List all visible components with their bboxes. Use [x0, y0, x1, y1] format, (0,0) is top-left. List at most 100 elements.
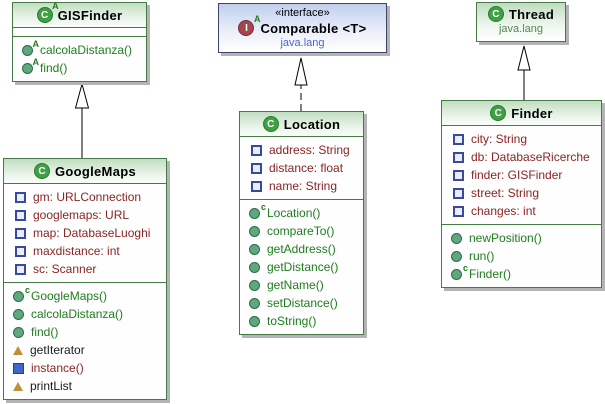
method-label: setDistance()	[267, 296, 338, 310]
field-row[interactable]: gm: URLConnection	[4, 188, 166, 206]
class-title: Finder	[511, 105, 553, 121]
method-row[interactable]: c Location()	[240, 202, 363, 222]
protected-member-icon	[13, 381, 23, 391]
constructor-icon: c	[249, 202, 266, 219]
class-box-thread[interactable]: C Thread java.lang	[476, 2, 566, 42]
class-box-location[interactable]: C Location address: String distance: flo…	[239, 111, 364, 335]
method-label: run()	[469, 249, 495, 263]
class-icon: C	[33, 163, 50, 179]
method-row[interactable]: c GoogleMaps()	[4, 285, 166, 305]
protected-member-icon	[13, 345, 23, 355]
field-row[interactable]: street: String	[442, 184, 601, 202]
field-icon	[251, 180, 262, 192]
field-label: gm: URLConnection	[33, 190, 142, 204]
field-label: changes: int	[471, 204, 536, 218]
method-row[interactable]: setDistance()	[240, 294, 363, 312]
method-row[interactable]: getName()	[240, 276, 363, 294]
method-row[interactable]: instance()	[4, 359, 166, 377]
package-label: java.lang	[498, 23, 544, 35]
method-row[interactable]: newPosition()	[442, 229, 601, 247]
field-row[interactable]: db: DatabaseRicerche	[442, 148, 601, 166]
field-row[interactable]: name: String	[240, 177, 363, 195]
method-row[interactable]: calcolaDistanza()	[4, 305, 166, 323]
method-row[interactable]: toString()	[240, 312, 363, 330]
generalization-arrow-googlemaps-gisfinder[interactable]	[74, 82, 90, 158]
class-title: Location	[283, 116, 341, 132]
method-row[interactable]: run()	[442, 247, 601, 265]
method-label: find()	[31, 325, 59, 339]
method-label: compareTo()	[267, 224, 335, 238]
public-method-icon	[249, 279, 260, 291]
method-row[interactable]: compareTo()	[240, 222, 363, 240]
method-label: Location()	[267, 206, 321, 220]
field-icon	[15, 227, 26, 239]
field-row[interactable]: sc: Scanner	[4, 260, 166, 278]
field-row[interactable]: finder: GISFinder	[442, 166, 601, 184]
generalization-arrow-finder-thread[interactable]	[517, 45, 531, 100]
field-icon	[15, 263, 26, 275]
method-row[interactable]: getDistance()	[240, 258, 363, 276]
field-icon	[251, 144, 262, 156]
fields-compartment-empty	[13, 27, 146, 36]
field-row[interactable]: maxdistance: int	[4, 242, 166, 260]
method-label: printList	[30, 379, 73, 393]
realization-arrow-location-comparable[interactable]	[294, 57, 308, 111]
field-row[interactable]: address: String	[240, 141, 363, 159]
field-label: city: String	[471, 132, 528, 146]
method-label: GoogleMaps()	[31, 289, 108, 303]
class-icon: C	[487, 6, 504, 22]
method-row[interactable]: getIterator	[4, 341, 166, 359]
field-label: address: String	[269, 143, 350, 157]
static-method-icon	[13, 362, 24, 374]
method-label: getIterator	[30, 343, 85, 357]
methods-compartment: A calcolaDistanza() A find()	[13, 36, 146, 81]
field-icon	[15, 209, 26, 221]
method-row[interactable]: getAddress()	[240, 240, 363, 258]
field-label: maxdistance: int	[33, 244, 120, 258]
method-row[interactable]: printList	[4, 377, 166, 395]
field-row[interactable]: city: String	[442, 130, 601, 148]
class-icon: C	[490, 105, 507, 121]
package-label: java.lang	[280, 37, 325, 49]
field-label: map: DatabaseLuoghi	[33, 226, 151, 240]
method-row[interactable]: c Finder()	[442, 263, 601, 283]
field-icon	[453, 187, 464, 199]
stereotype-label: «interface»	[275, 7, 330, 19]
method-label: instance()	[31, 361, 84, 375]
class-box-googlemaps[interactable]: C GoogleMaps gm: URLConnection googlemap…	[3, 158, 167, 400]
public-method-icon	[249, 261, 260, 273]
method-label: newPosition()	[469, 231, 542, 245]
field-row[interactable]: googlemaps: URL	[4, 206, 166, 224]
public-method-icon	[451, 232, 462, 244]
field-icon	[15, 191, 26, 203]
field-icon	[15, 245, 26, 257]
methods-compartment: newPosition() run() c Finder()	[442, 224, 601, 287]
class-header: C GoogleMaps	[4, 159, 166, 183]
field-label: name: String	[269, 179, 338, 193]
fields-compartment: address: String distance: float name: St…	[240, 136, 363, 199]
public-method-icon	[13, 326, 24, 338]
public-method-icon	[249, 315, 260, 327]
method-row[interactable]: A calcolaDistanza()	[13, 39, 146, 59]
class-box-finder[interactable]: C Finder city: String db: DatabaseRicerc…	[441, 100, 602, 288]
field-row[interactable]: changes: int	[442, 202, 601, 220]
method-label: getDistance()	[267, 260, 339, 274]
public-method-icon	[13, 308, 24, 320]
method-label: find()	[40, 61, 68, 75]
method-row[interactable]: A find()	[13, 57, 146, 77]
public-method-icon	[451, 250, 462, 262]
field-row[interactable]: distance: float	[240, 159, 363, 177]
methods-compartment: c Location() compareTo() getAddress() ge…	[240, 199, 363, 334]
field-row[interactable]: map: DatabaseLuoghi	[4, 224, 166, 242]
method-label: calcolaDistanza()	[40, 43, 133, 57]
public-method-icon	[249, 297, 260, 309]
interface-title: Comparable <T>	[260, 20, 367, 36]
field-label: street: String	[471, 186, 540, 200]
class-icon: C	[262, 116, 279, 132]
method-row[interactable]: find()	[4, 323, 166, 341]
method-label: toString()	[267, 314, 317, 328]
class-title: GoogleMaps	[54, 163, 136, 179]
